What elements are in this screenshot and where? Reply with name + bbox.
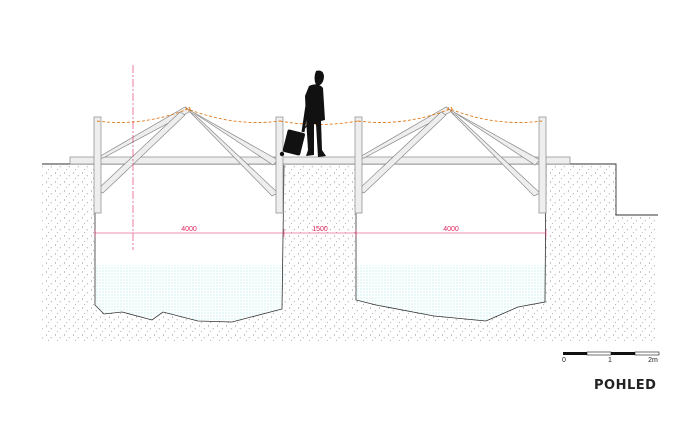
dimension-gap: 1500 [312,226,328,233]
scale-bar [563,351,660,356]
dimension-line [94,229,547,237]
truss-right [354,106,547,214]
bridge-deck [69,156,571,165]
scale-label-0: 0 [562,357,566,364]
person-with-suitcase-silhouette [279,70,326,157]
water-left [95,265,284,322]
dimension-span-right: 4000 [443,226,459,233]
truss-left [93,106,284,214]
view-title: POHLED [594,378,657,393]
dimension-span-left: 4000 [181,226,197,233]
scale-label-2m: 2m [648,357,658,364]
ground-soil [42,164,658,343]
channel-bed-right [355,164,547,322]
channel-bed-left [94,164,285,323]
rope-railing [96,106,543,125]
water-right [356,265,546,321]
scale-label-1: 1 [608,357,612,364]
